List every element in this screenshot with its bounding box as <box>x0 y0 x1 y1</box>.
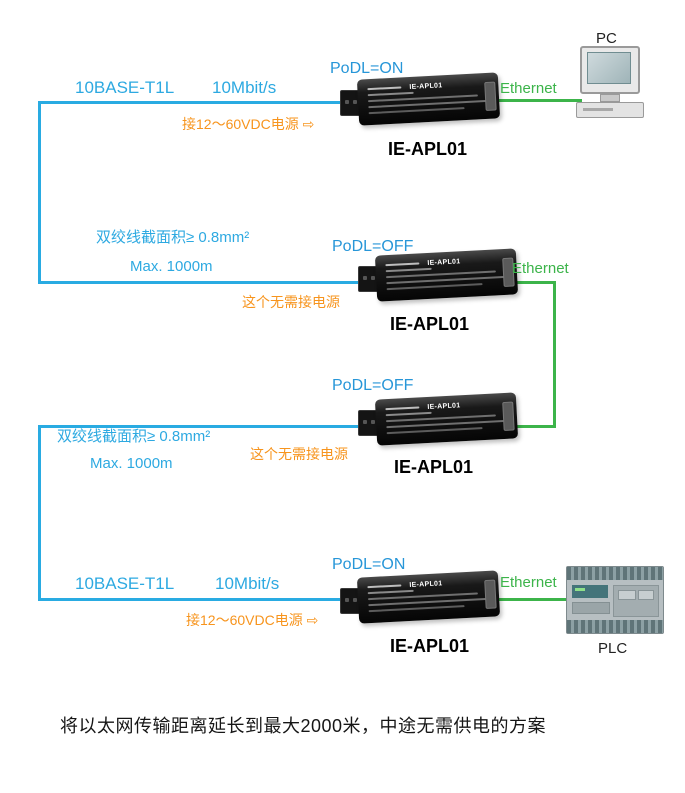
device-print-decoration <box>385 267 432 273</box>
model-label-device1: IE-APL01 <box>388 139 468 159</box>
media-converter-4: IE-APL01 <box>340 570 502 626</box>
ethernet-line-plc <box>496 598 572 601</box>
max-length-label-1: Max. 1000m <box>130 258 213 275</box>
t1l-line-1-horizontal-top <box>38 101 348 104</box>
plc-status-leds <box>572 585 608 598</box>
device-print-decoration <box>367 91 414 97</box>
media-converter-2: IE-APL01 <box>358 248 520 304</box>
ethernet-port <box>484 579 497 610</box>
device-top-label: IE-APL01 <box>427 258 461 267</box>
power-note-device3: 这个无需接电源 <box>250 446 348 462</box>
device-print-decoration <box>386 283 483 291</box>
t1l-line-2-horizontal-bottom <box>38 598 348 601</box>
t1l-line-2-horizontal-top <box>38 425 364 428</box>
speed-label-bottom: 10Mbit/s <box>215 574 280 593</box>
pc-label: PC <box>596 30 617 47</box>
plc-device <box>566 566 664 634</box>
t1l-line-1-vertical <box>38 101 41 284</box>
cable-spec-label-1: 双绞线截面积≥ 0.8mm² <box>96 229 250 246</box>
model-label-device2: IE-APL01 <box>390 314 470 334</box>
t1l-label-bottom: 10BASE-T1L <box>75 574 175 593</box>
pc-case-slot <box>583 108 613 111</box>
podl-label-device1: PoDL=ON <box>330 60 404 77</box>
ethernet-line-mid-vertical <box>553 281 556 428</box>
device-body: IE-APL01 <box>374 392 519 446</box>
device-print-decoration <box>367 86 402 91</box>
device-print-decoration <box>367 589 414 595</box>
t1l-line-1-horizontal-bottom <box>38 281 364 284</box>
plc-label: PLC <box>598 640 628 657</box>
ethernet-line-mid-top <box>505 281 556 284</box>
device-top-label: IE-APL01 <box>409 580 443 589</box>
plc-terminal-row-top <box>567 567 663 580</box>
model-label-device3: IE-APL01 <box>394 457 474 477</box>
t1l-label-top: 10BASE-T1L <box>75 78 175 97</box>
podl-label-device4: PoDL=ON <box>332 556 406 573</box>
device-print-decoration <box>386 427 483 435</box>
device-top-label: IE-APL01 <box>427 402 461 411</box>
pc-monitor <box>580 46 640 94</box>
ethernet-label-plc: Ethernet <box>500 574 557 591</box>
media-converter-3: IE-APL01 <box>358 392 520 448</box>
plc-label-plate <box>572 602 610 614</box>
plc-front-panel <box>567 580 663 620</box>
model-label-device4: IE-APL01 <box>390 636 470 656</box>
power-note-device1: 接12～60VDC电源 ⇨ <box>182 116 315 132</box>
pc-computer <box>576 46 644 126</box>
device-print-decoration <box>367 584 402 589</box>
device-print-decoration <box>368 605 465 613</box>
media-converter-1: IE-APL01 <box>340 72 502 128</box>
device-body: IE-APL01 <box>356 570 501 624</box>
power-note-device4: 接12～60VDC电源 ⇨ <box>186 612 319 628</box>
ethernet-label-mid: Ethernet <box>512 260 569 277</box>
device-print-decoration <box>385 262 420 267</box>
plc-terminal-row-bottom <box>567 620 663 633</box>
podl-label-device3: PoDL=OFF <box>332 377 414 394</box>
diagram-caption: 将以太网传输距离延长到最大2000米，中途无需供电的方案 <box>60 716 547 736</box>
pc-case <box>576 102 644 118</box>
plc-io-panel <box>613 585 659 617</box>
ethernet-line-mid-bottom <box>508 425 556 428</box>
t1l-line-2-vertical <box>38 425 41 601</box>
power-note-device2: 这个无需接电源 <box>242 294 340 310</box>
cable-spec-label-2: 双绞线截面积≥ 0.8mm² <box>57 428 211 445</box>
ethernet-port <box>502 401 515 432</box>
ethernet-port <box>484 81 497 112</box>
device-body: IE-APL01 <box>356 72 501 126</box>
ethernet-line-pc <box>496 99 582 102</box>
pc-stand <box>600 94 620 102</box>
podl-label-device2: PoDL=OFF <box>332 238 414 255</box>
device-print-decoration <box>368 107 465 115</box>
device-print-decoration <box>385 406 420 411</box>
speed-label-top: 10Mbit/s <box>212 78 277 97</box>
pc-screen <box>587 52 631 84</box>
ethernet-label-pc: Ethernet <box>500 80 557 97</box>
device-print-decoration <box>385 411 432 417</box>
device-top-label: IE-APL01 <box>409 82 443 91</box>
max-length-label-2: Max. 1000m <box>90 455 173 472</box>
